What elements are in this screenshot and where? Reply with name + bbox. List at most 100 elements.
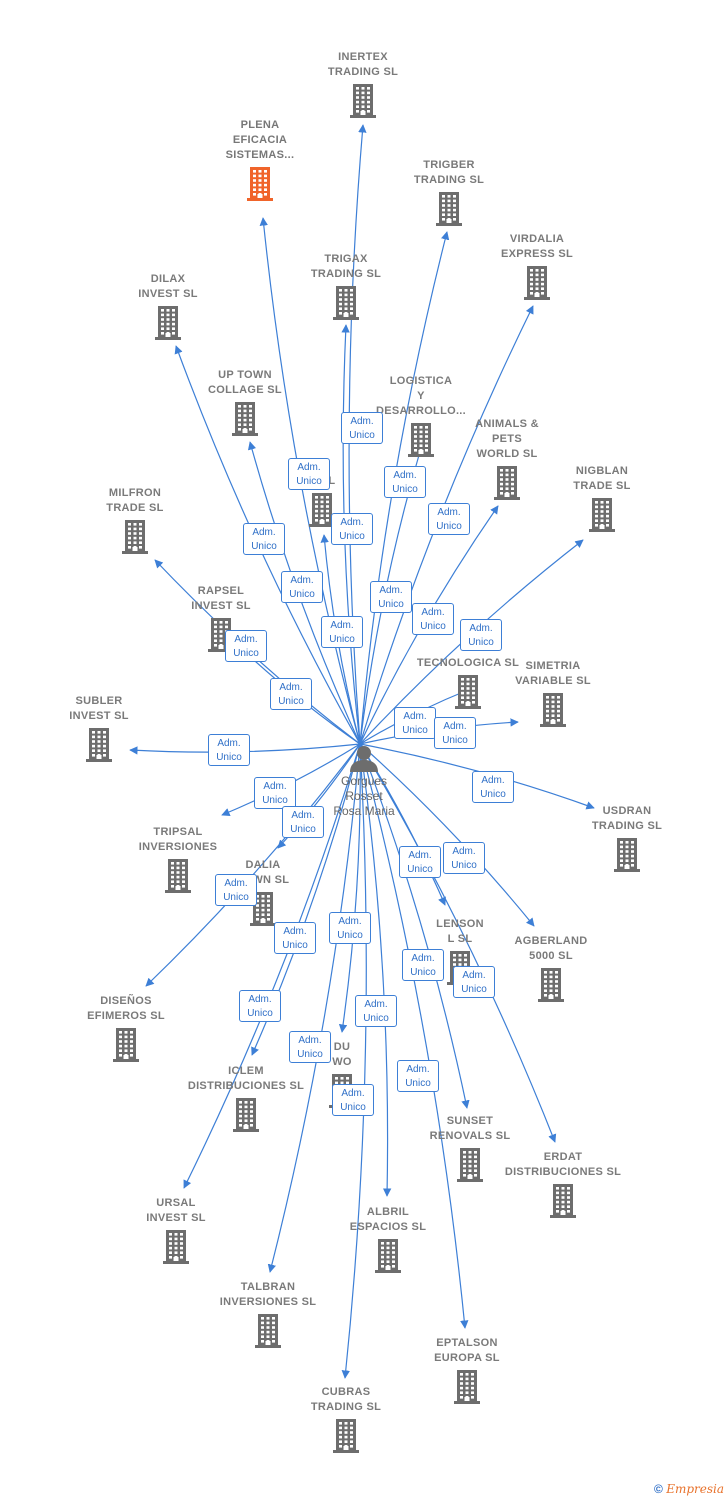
copyright-symbol: ©	[654, 1482, 663, 1496]
building-icon	[436, 192, 462, 226]
badge-text: Unico	[451, 860, 477, 871]
company-label-line: EPTALSON	[436, 1337, 498, 1349]
edge-role-badge: Adm.Unico	[394, 707, 436, 739]
badge-text: Adm.	[421, 607, 445, 618]
edge-role-badge: Adm.Unico	[321, 616, 363, 648]
company-label-line: TRIGAX	[324, 253, 368, 265]
company-label-line: DU	[333, 1041, 351, 1053]
building-icon	[113, 1028, 139, 1062]
edge-role-badge: Adm.Unico	[341, 412, 383, 444]
building-icon	[122, 520, 148, 554]
company-label-line: UP TOWN	[218, 369, 272, 381]
building-icon	[550, 1184, 576, 1218]
building-icon	[614, 838, 640, 872]
badge-text: Adm.	[443, 721, 467, 732]
company-label-line: LENSON	[436, 918, 484, 930]
badge-text: Adm.	[350, 416, 374, 427]
company-label-line: TRIPSAL	[153, 826, 203, 838]
center-person-node[interactable]: Gorgues Rosset Rosa Maria	[324, 744, 404, 819]
edge-role-badge: Adm.Unico	[243, 523, 285, 555]
company-label-line: SUBLER	[75, 695, 123, 707]
company-label-line: L SL	[447, 933, 473, 945]
company-label-line: TRIGBER	[423, 159, 475, 171]
building-icon	[163, 1230, 189, 1264]
building-icon	[375, 1239, 401, 1273]
edge-role-badge: Adm.Unico	[399, 846, 441, 878]
badge-text: Unico	[340, 1102, 366, 1113]
footer-brand[interactable]: © Empresia	[654, 1482, 724, 1496]
person-name-line-2: Rosset	[345, 789, 383, 803]
company-node-tecnologica[interactable]: NTECNOLOGICA SL	[398, 641, 538, 709]
company-label-line: DILAX	[150, 273, 186, 285]
company-label-line: VARIABLE SL	[515, 675, 591, 687]
building-icon	[155, 306, 181, 340]
badge-text: Adm.	[411, 953, 435, 964]
badge-text: Adm.	[291, 810, 315, 821]
company-label-line: TRADING SL	[310, 268, 382, 280]
company-label-line: PETS	[492, 433, 522, 445]
badge-text: Adm.	[297, 462, 321, 473]
edge-role-badge: Adm.Unico	[215, 874, 257, 906]
company-label-line: AGBERLAND	[514, 935, 588, 947]
edge-role-badge: Adm.Unico	[384, 466, 426, 498]
badge-text: Unico	[410, 967, 436, 978]
badge-text: Unico	[436, 521, 462, 532]
edge-role-badge: Adm.Unico	[274, 922, 316, 954]
edge-role-badge: Adm.Unico	[239, 990, 281, 1022]
badge-text: Adm.	[248, 994, 272, 1005]
company-label: LENSON L SL	[390, 917, 530, 947]
company-label-line: INVERSIONES	[138, 841, 218, 853]
company-node-trigax[interactable]: TRIGAX TRADING SL	[276, 252, 416, 320]
badge-text: Adm.	[406, 1064, 430, 1075]
edge-role-badge: Adm.Unico	[281, 571, 323, 603]
company-node-tripsal[interactable]: TRIPSAL INVERSIONES	[108, 825, 248, 893]
badge-text: Unico	[378, 599, 404, 610]
brand-name: Empresia	[666, 1482, 724, 1496]
company-label-line: TRADING SL	[591, 820, 663, 832]
building-icon	[589, 498, 615, 532]
badge-text: Adm.	[279, 682, 303, 693]
badge-text: Unico	[407, 864, 433, 875]
building-icon	[333, 1419, 359, 1453]
building-icon	[233, 1098, 259, 1132]
building-icon	[457, 1148, 483, 1182]
badge-text: Unico	[233, 648, 259, 659]
company-label-line: TRADING SL	[310, 1401, 382, 1413]
